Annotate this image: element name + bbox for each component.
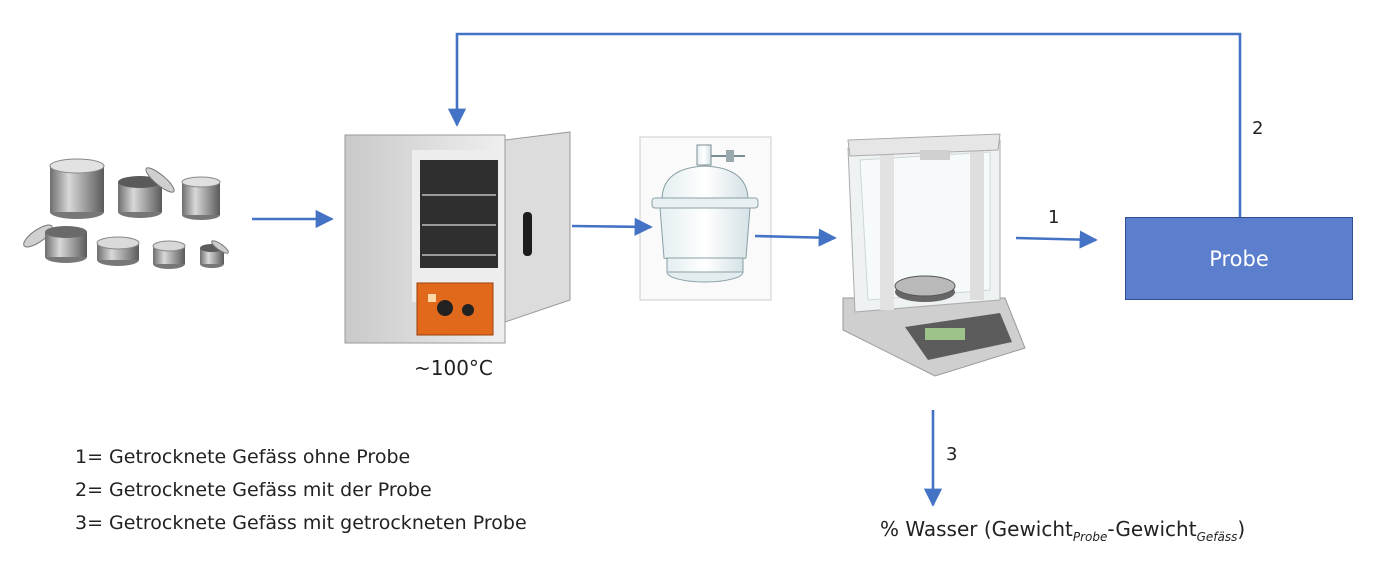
sample-containers-icon [23,158,229,269]
step-number-1: 1 [1048,207,1060,228]
legend-item: 3= Getrocknete Gefäss mit getrockneten P… [75,512,527,534]
formula-sub-probe: Probe [1072,530,1108,544]
desiccator-icon [639,136,772,301]
water-formula: % Wasser (GewichtProbe-GewichtGefäss) [880,517,1245,544]
arrow-balance-to-probe [1015,230,1098,249]
probe-label: Probe [1209,246,1269,271]
temperature-label: ~100°C [414,356,493,380]
step-number-3: 3 [946,444,958,465]
legend-item: 2= Getrocknete Gefäss mit der Probe [75,479,432,501]
drying-oven-icon [344,131,571,344]
formula-suffix: ) [1237,517,1246,541]
arrow-oven-to-desiccator [571,217,653,236]
arrow-desiccator-to-balance [754,228,837,247]
flow-arrows [252,32,1242,507]
analytical-balance-icon [842,133,1026,377]
probe-box: Probe [1125,217,1353,300]
step-number-2: 2 [1252,118,1264,139]
formula-middle: -Gewicht [1107,517,1197,541]
formula-sub-gefaess: Gefäss [1196,530,1238,544]
formula-prefix: % Wasser (Gewicht [880,517,1073,541]
legend: 1= Getrocknete Gefäss ohne Probe 2= Getr… [75,441,527,540]
legend-item: 1= Getrocknete Gefäss ohne Probe [75,446,411,468]
arrow-probe-to-oven [447,32,1242,217]
